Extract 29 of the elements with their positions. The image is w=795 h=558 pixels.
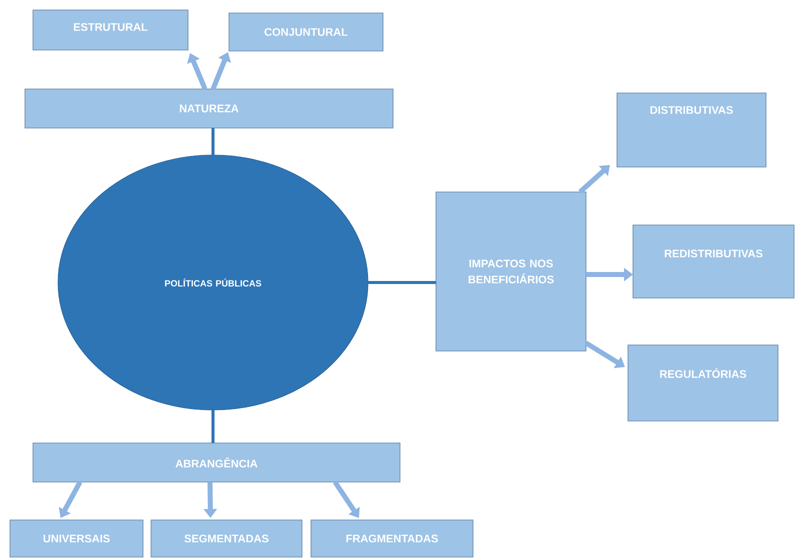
connector-line [212,128,214,155]
connector-line [368,281,436,284]
category-box [24,88,394,128]
block-arrow [332,480,360,518]
node-label: IMPACTOS NOS BENEFICIÁRIOS [468,260,554,284]
category-box [632,224,794,298]
node-label: ABRANGÊNCIA [176,458,258,468]
category-box [310,520,474,558]
node-label: DISTRIBUTIVAS [650,106,733,114]
node-label: FRAGMENTADAS [346,534,438,542]
category-box [32,10,188,50]
node-label: CONJUNTURAL [264,28,348,36]
block-arrow [578,165,610,194]
node-label: REGULATÓRIAS [660,368,746,378]
node-label: POLÍTICAS PÚBLICAS [165,278,262,287]
category-box [436,192,586,352]
category-box [228,12,384,52]
node-label: REDISTRIBUTIVAS [664,250,762,258]
node-label: UNIVERSAIS [44,534,110,542]
connector-line [212,410,214,443]
node-label: NATUREZA [180,104,239,112]
category-box [32,442,400,482]
category-box [150,520,302,558]
category-box [10,520,144,558]
node-label: ESTRUTURAL [74,23,148,31]
node-label: SEGMENTADAS [184,534,268,542]
ellipse [58,154,368,410]
category-box [616,92,766,168]
category-box [628,344,778,422]
